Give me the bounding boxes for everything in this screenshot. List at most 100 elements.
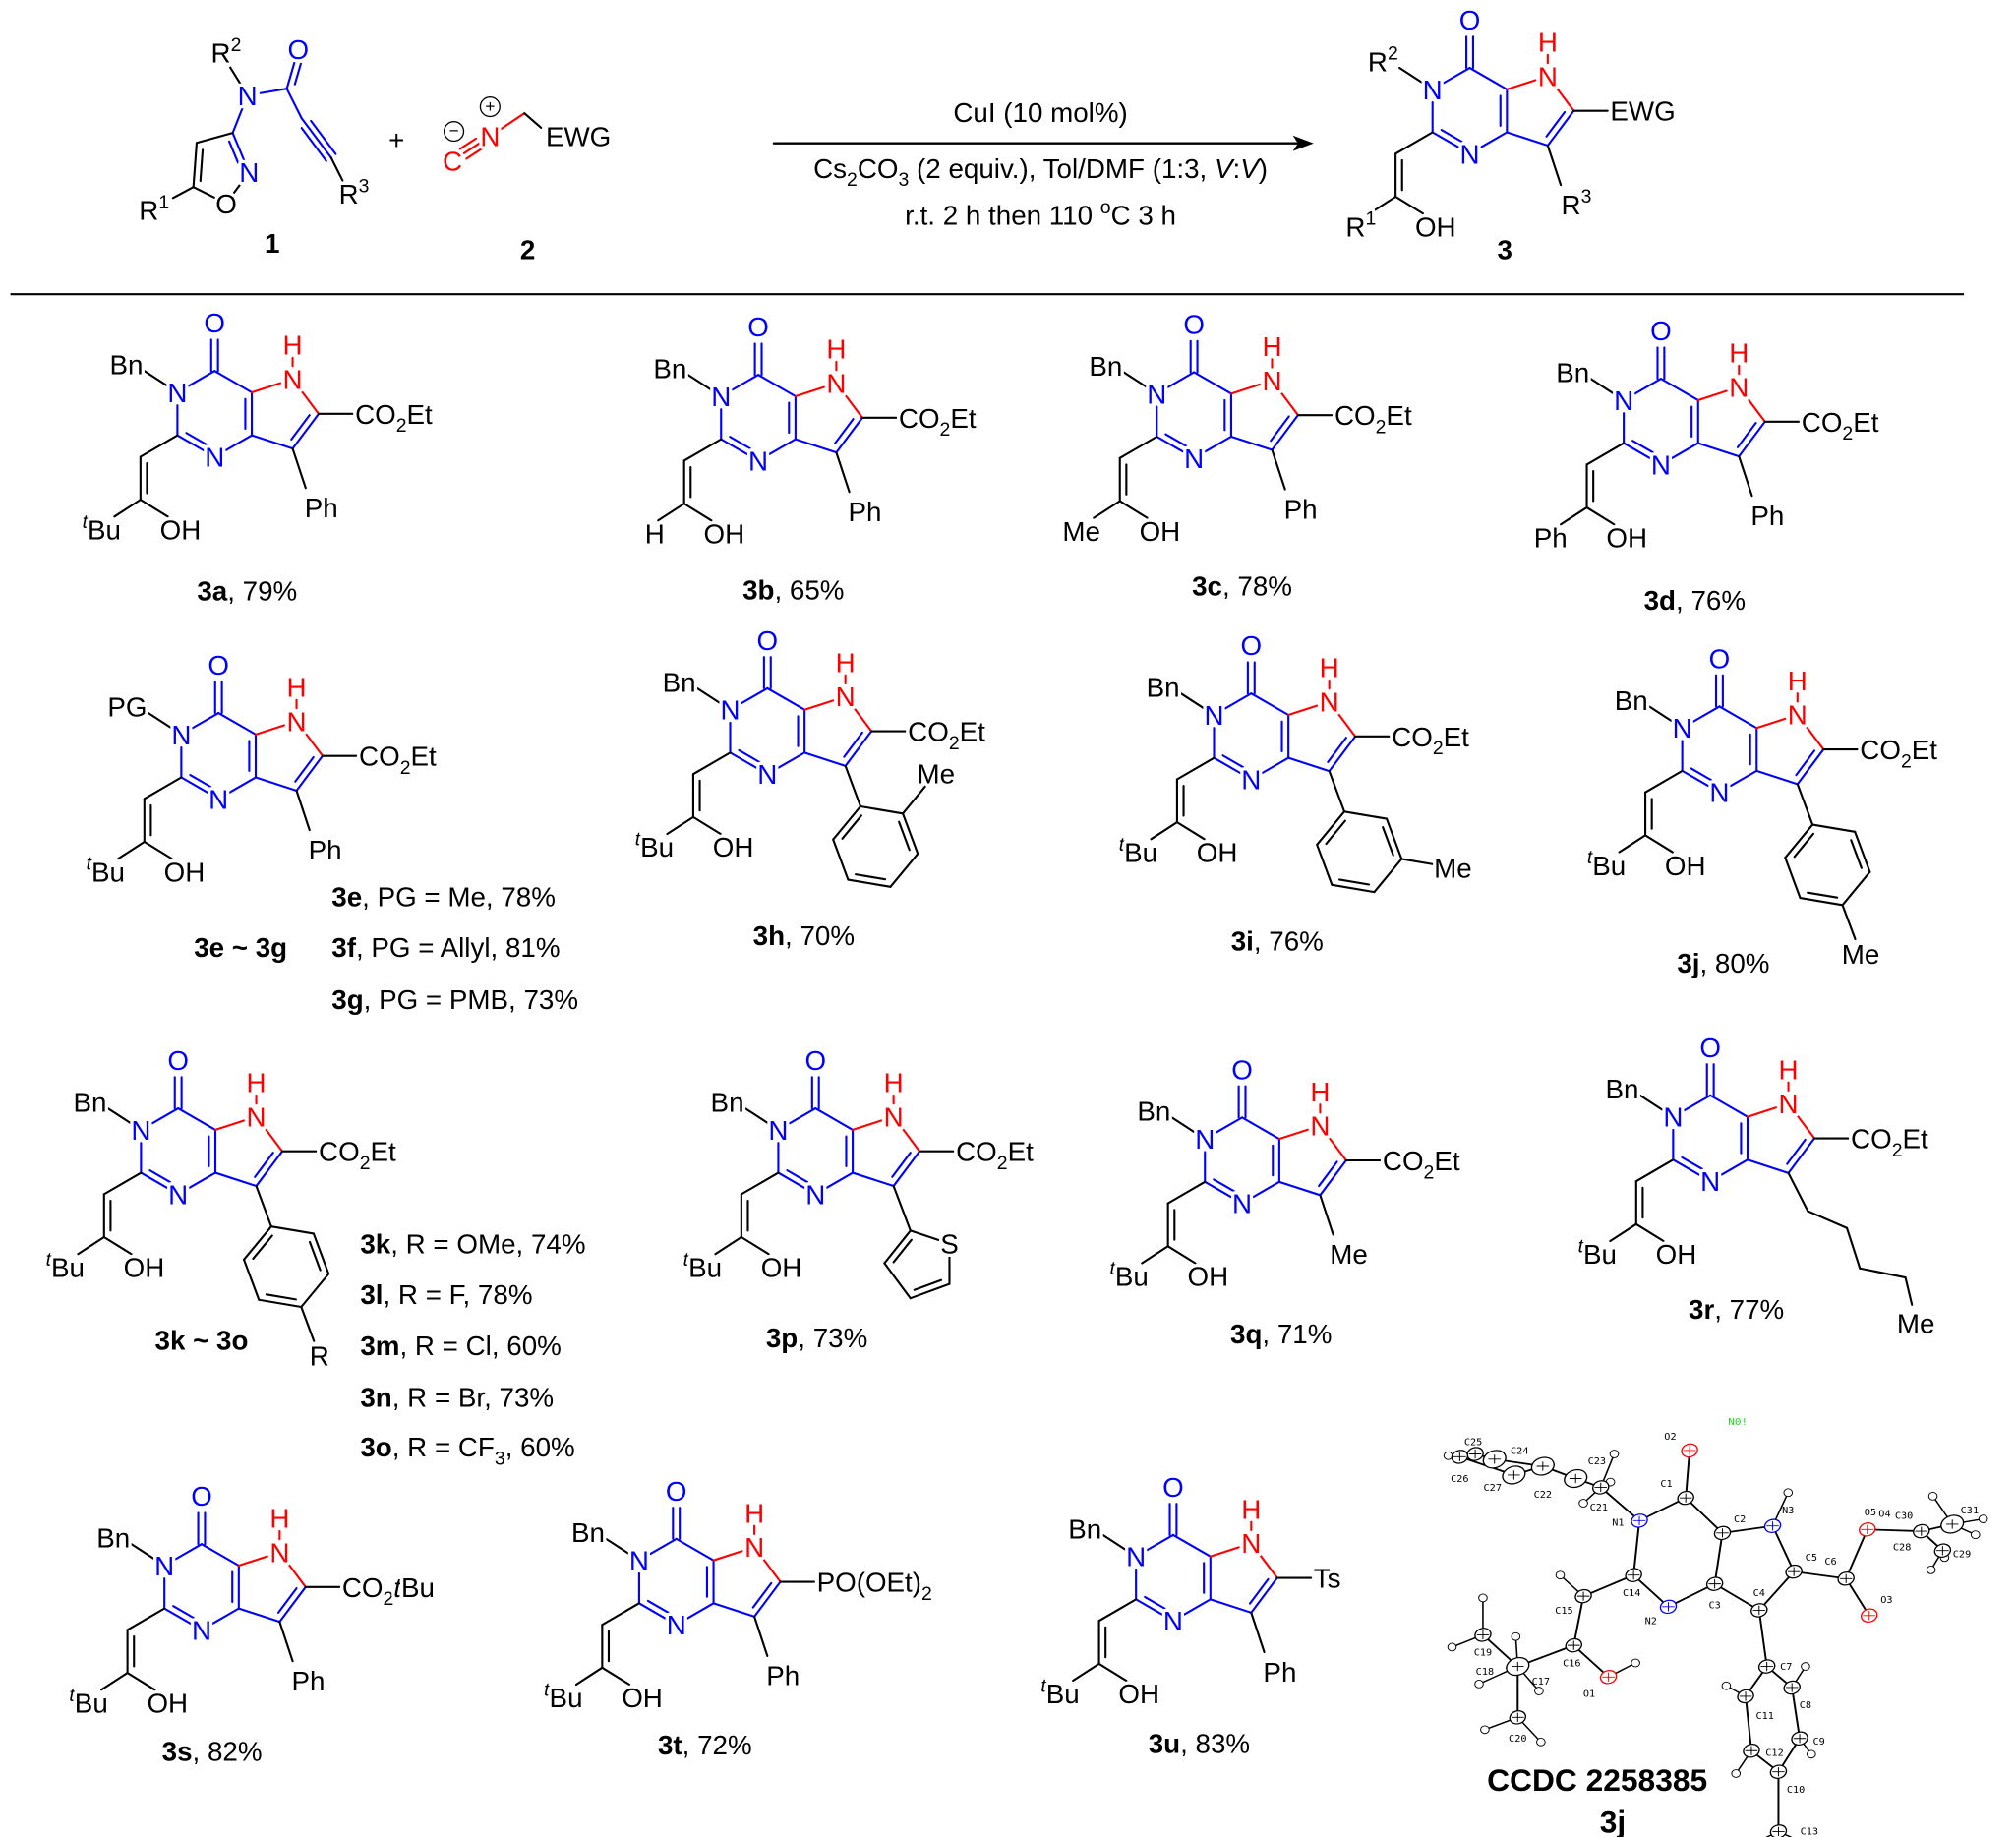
double-bond-inner (1736, 422, 1757, 448)
atom-label: C23 (1588, 1456, 1607, 1466)
crystal-note: N0! (1728, 1417, 1748, 1428)
ewg-label-part: 2 (1901, 750, 1912, 772)
hydrogen-atom (1801, 1662, 1810, 1671)
pyrrole-hydrogen-label: H (1538, 28, 1558, 58)
double-bond (1271, 414, 1299, 451)
bond (686, 1602, 715, 1620)
atom-label: C20 (1509, 1734, 1527, 1744)
ring-nitrogen-label: N (131, 1115, 150, 1146)
ewg-label-part: CO (355, 399, 396, 430)
pyrrole-hydrogen-label: H (1729, 338, 1749, 369)
bond (1746, 1106, 1778, 1118)
bond (1250, 1611, 1266, 1653)
ring-nitrogen-label: N (171, 720, 191, 750)
r2-label: R2 (211, 34, 242, 69)
hydroxyl-label: OH (1140, 516, 1181, 547)
hydrogen-atom (1443, 1451, 1453, 1460)
pyrrole-nitrogen-label: N (836, 681, 856, 712)
bond (605, 1537, 629, 1555)
bond (113, 499, 142, 518)
variant-yield-label: 3o, R = CF3, 60% (360, 1432, 574, 1469)
yield-label: 3r, 77% (1689, 1294, 1784, 1325)
pyrrole-nitrogen-label: N (826, 368, 846, 398)
carbonyl-oxygen-label: O (804, 1045, 826, 1076)
compound-number: 3 (1497, 235, 1512, 266)
double-bond (909, 1282, 951, 1300)
r3-label: Ph (1284, 494, 1318, 524)
group-label: 3e ~ 3g (194, 932, 287, 963)
bond (1755, 769, 1799, 786)
conditions-line-3-part: o (1100, 197, 1111, 218)
n-substituent-label: Bn (1615, 685, 1648, 716)
conditions-line-2: Cs2CO3 (2 equiv.), Tol/DMF (1:3, V:V) (813, 153, 1268, 191)
yield-label-part: , 65% (774, 574, 844, 605)
pyrrole-hydrogen-label: H (1779, 1054, 1799, 1085)
hydrogen-atom (1511, 1631, 1521, 1641)
triple-bond (458, 137, 478, 150)
yield-label: 3j, 80% (1677, 948, 1769, 978)
ewg-label-part: 2 (997, 1153, 1008, 1174)
crystal-bond (1632, 1519, 1641, 1576)
r3-label: Ph (1750, 501, 1784, 531)
conditions-line-1-part: CuI (10 mol%) (953, 97, 1127, 128)
ewg-label: EWG (546, 122, 611, 152)
double-bond-inner (738, 748, 761, 763)
yield-label-part: , 78% (1222, 570, 1292, 601)
variant-yield-label-part: 3f (331, 932, 356, 963)
bond (1506, 79, 1537, 90)
bond (1479, 131, 1509, 148)
bond (1546, 144, 1563, 187)
minus-charge-sign: − (449, 121, 459, 141)
bond (217, 711, 258, 736)
ewg-label-part: Et (960, 717, 986, 747)
aromatic-bond-inner (1325, 819, 1346, 846)
n-substituent-label: Bn (711, 1087, 744, 1117)
ewg-label: CO2Et (899, 403, 977, 441)
compound-number: 1 (265, 228, 279, 259)
bond (1634, 1158, 1675, 1183)
aromatic-bond (1784, 857, 1802, 900)
r1-label-part: R (1345, 211, 1365, 242)
double-bond-inner (786, 1169, 809, 1184)
r1-label: tBu (83, 511, 121, 546)
atom-label: C28 (1893, 1543, 1912, 1553)
double-bond (295, 754, 325, 793)
aromatic-bond-inner (841, 814, 862, 840)
ewg-label-part: Et (1386, 400, 1412, 431)
ring-nitrogen-label: N (805, 1179, 825, 1210)
atom-label: C1 (1660, 1480, 1672, 1490)
ewg-label-part: CO (319, 1137, 360, 1167)
pyrrole-nitrogen-label: N (269, 1537, 289, 1568)
yield-label-part: , 83% (1180, 1729, 1250, 1759)
carbonyl-oxygen-label: O (1650, 316, 1672, 346)
aromatic-bond-inner (1337, 878, 1371, 886)
atom-label: O5 (1865, 1508, 1876, 1517)
bond (1400, 858, 1439, 866)
carbonyl-oxygen-label: O (747, 312, 769, 342)
pyrrole-nitrogen-label: N (1320, 687, 1339, 718)
r3-label: R3 (339, 175, 370, 209)
bond (852, 705, 873, 733)
plus-charge-sign: + (485, 96, 495, 116)
conditions-line-2-part: ) (1259, 153, 1268, 184)
hydroxyl-label: OH (1197, 838, 1238, 868)
double-bond (1204, 1180, 1232, 1199)
crystal-bond (1713, 1582, 1760, 1612)
bond (237, 1555, 268, 1568)
variant-yield-label-part: , R = CF (392, 1432, 495, 1462)
bond (1638, 1094, 1664, 1111)
atom-label: C17 (1532, 1678, 1551, 1688)
r1-label-part: Bu (550, 1683, 583, 1713)
r2-label-part: 2 (231, 34, 242, 56)
group-label: 3k ~ 3o (155, 1326, 249, 1356)
hydrogen-atom (1474, 1680, 1484, 1689)
variant-yield-label-part: , R = OMe, 74% (390, 1229, 585, 1260)
bond (1250, 692, 1290, 717)
aromatic-bond (847, 878, 892, 888)
